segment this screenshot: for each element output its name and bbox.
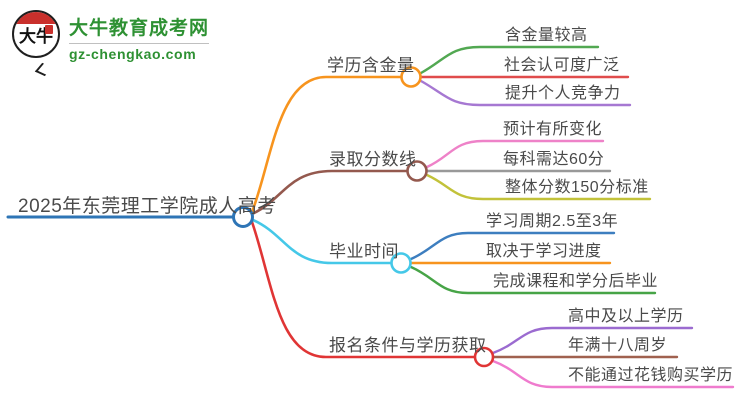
branch-3-connector [251, 218, 393, 265]
child-label-2-2: 每科需达60分 [503, 151, 605, 168]
logo-badge-red-cap [14, 12, 58, 24]
branch-2-node-circle [406, 160, 428, 182]
root-node-circle [232, 206, 254, 228]
child-label-2-3: 整体分数150分标准 [505, 179, 649, 196]
root-topic-label: 2025年东莞理工学院成人高考 [18, 196, 277, 217]
branch-4-connector [250, 220, 477, 359]
branch-4-node-circle [473, 346, 495, 368]
logo-site-name: 大牛教育成考网 [69, 18, 210, 39]
branch-4-label: 报名条件与学历获取 [329, 336, 487, 355]
branch-3-label: 毕业时间 [329, 242, 399, 261]
logo-badge-seal [45, 25, 53, 34]
child-connector-1-3 [419, 79, 632, 107]
child-label-3-1: 学习周期2.5至3年 [486, 213, 619, 230]
logo-badge-icon: 大牛 [12, 10, 60, 58]
child-label-4-1: 高中及以上学历 [568, 308, 684, 325]
branch-1-connector [250, 75, 403, 214]
child-label-4-3: 不能通过花钱购买学历 [568, 367, 734, 384]
branch-1-label: 学历含金量 [327, 56, 415, 75]
child-connector-4-3 [491, 359, 735, 389]
child-connector-2-1 [425, 139, 605, 169]
site-logo: 大牛 大牛教育成考网 gz-chengkao.com [12, 10, 210, 77]
child-label-4-2: 年满十八周岁 [568, 337, 668, 354]
child-label-1-2: 社会认可度广泛 [504, 57, 620, 74]
child-connector-4-1 [491, 326, 694, 355]
logo-site-url: gz-chengkao.com [69, 43, 210, 62]
branch-2-label: 录取分数线 [329, 150, 417, 169]
child-connector-3-1 [409, 231, 616, 261]
child-label-2-1: 预计有所变化 [503, 121, 603, 138]
branch-3-node-circle [390, 252, 412, 274]
logo-text-block: 大牛教育成考网 gz-chengkao.com [69, 10, 210, 62]
child-connector-3-3 [409, 265, 657, 295]
logo-badge-text: 大牛 [19, 27, 53, 46]
child-label-1-3: 提升个人竞争力 [505, 85, 621, 102]
branch-1-node-circle [400, 66, 422, 88]
child-label-3-3: 完成课程和学分后毕业 [493, 273, 659, 290]
child-connector-1-1 [419, 45, 600, 75]
child-label-1-1: 含金量较高 [505, 27, 588, 44]
child-connector-2-3 [425, 173, 652, 201]
child-label-3-2: 取决于学习进度 [486, 243, 602, 260]
branch-2-connector [250, 169, 409, 216]
